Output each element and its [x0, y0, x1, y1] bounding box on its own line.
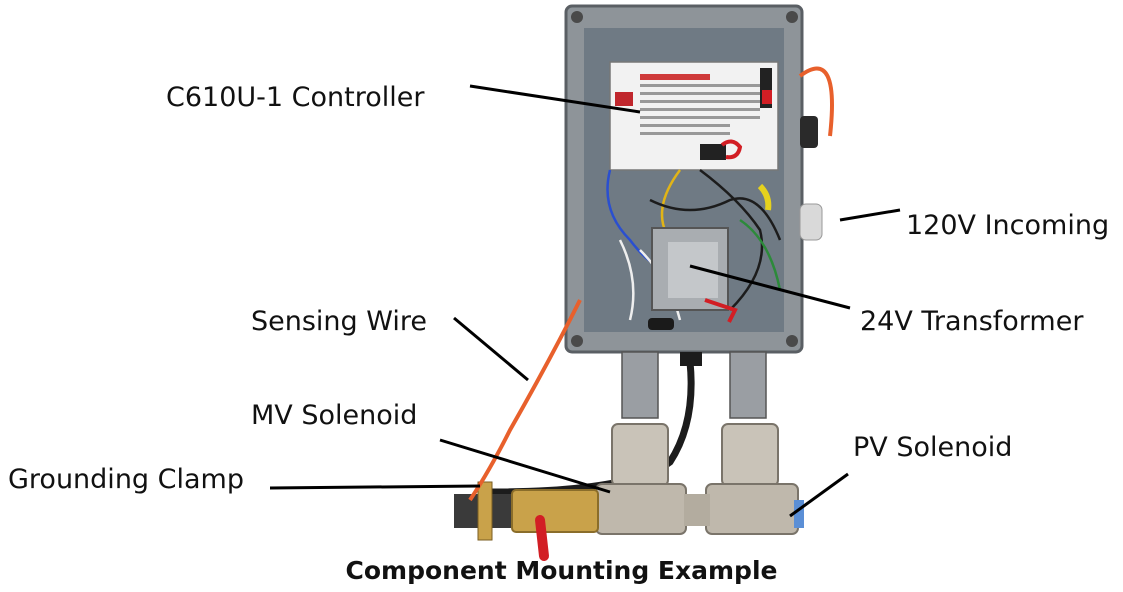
leader-incoming — [839, 208, 901, 222]
label-pv-solenoid: PV Solenoid — [853, 432, 1013, 463]
label-incoming: 120V Incoming — [906, 210, 1110, 241]
pipe-assembly — [454, 481, 599, 561]
solenoids — [595, 423, 804, 535]
leader-grounding-clamp — [269, 484, 481, 490]
leader-mv-solenoid — [439, 438, 611, 494]
figure-caption: Component Mounting Example — [345, 556, 778, 585]
sensing-wire-graphic — [468, 299, 582, 502]
leader-controller — [469, 84, 641, 114]
leader-transformer — [689, 264, 851, 310]
label-controller: C610U-1 Controller — [166, 82, 425, 113]
leader-pv-solenoid — [789, 472, 849, 518]
side-fittings — [798, 66, 834, 241]
leader-sensing-wire — [453, 316, 529, 382]
leader-lines — [269, 84, 901, 518]
label-sensing-wire: Sensing Wire — [251, 306, 427, 337]
controller-board — [609, 61, 779, 171]
label-transformer: 24V Transformer — [860, 306, 1084, 337]
label-mv-solenoid: MV Solenoid — [251, 400, 418, 431]
label-grounding-clamp: Grounding Clamp — [8, 464, 244, 495]
